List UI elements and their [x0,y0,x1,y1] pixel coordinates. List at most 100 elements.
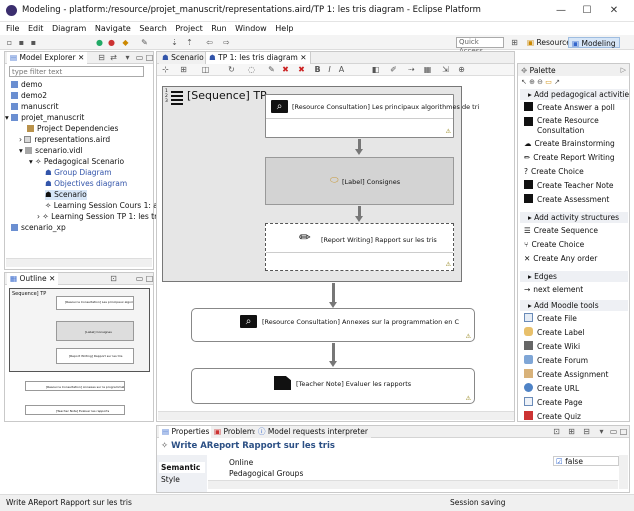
palette-item-any-order[interactable]: ✕Create Any order [524,254,598,263]
next-element-edge[interactable] [358,139,361,150]
select-tool-icon[interactable]: ↖ ⊕ ⊖ [521,78,546,86]
run-icon[interactable]: ● [96,38,103,47]
line-color-icon[interactable]: ✐ [390,65,397,74]
tree-item-demo[interactable]: demo [11,80,42,90]
font-color-icon[interactable]: A [338,65,345,74]
palette-item-label[interactable]: Create Label [524,327,585,339]
refresh-icon[interactable]: ↻ [228,65,235,74]
properties-horizontal-scrollbar[interactable] [208,480,618,489]
horizontal-scrollbar[interactable] [6,258,152,267]
grid-icon[interactable]: ▦ [423,65,432,74]
tree-item-group-diagram[interactable]: ☗ Group Diagram [45,168,112,177]
menu-search[interactable]: Search [139,24,167,33]
node-label-consignes[interactable]: ⬭ [Label] Consignes [265,157,454,205]
palette-item-wiki[interactable]: Create Wiki [524,341,580,353]
palette-item-teacher-note[interactable]: Create Teacher Note [524,180,614,192]
expand-icon[interactable]: ▾ [29,157,33,166]
link-editor-icon[interactable]: ⇄ [110,53,117,62]
italic-icon[interactable]: I [328,65,331,74]
tab-scenario[interactable]: ☗ Scenario [159,52,207,64]
tree-item-demo2[interactable]: demo2 [11,91,47,101]
palette-item-url[interactable]: Create URL [524,383,579,395]
next-element-edge[interactable] [358,206,361,217]
link-tool-icon[interactable]: ↗ [554,78,560,86]
collapse-all-icon[interactable]: ⊟ [98,53,105,62]
next-element-edge[interactable] [332,283,335,302]
palette-section-edges[interactable]: ▸ Edges [520,271,628,282]
pin-view-icon[interactable]: ⊡ [553,427,560,436]
perspective-modeling[interactable]: ▣ Modeling [568,37,620,48]
close-button[interactable]: ✕ [609,5,619,16]
tab-semantic[interactable]: Semantic [159,462,205,473]
menu-run[interactable]: Run [211,24,227,33]
palette-item-brainstorming[interactable]: ☁Create Brainstorming [524,139,615,148]
minimize-view-icon[interactable]: ▭ [135,53,144,62]
minimize-view-icon[interactable]: ▭ [609,427,618,436]
outline-viewport[interactable]: Sequence] TP [Resource Consultation] Les… [9,288,150,372]
close-icon[interactable]: ✕ [78,53,85,62]
editor-horizontal-scrollbar[interactable] [158,411,514,420]
close-icon[interactable]: ✕ [49,274,56,283]
view-menu-icon[interactable]: ▾ [125,53,130,62]
tab-problems[interactable]: ▣ Problems [211,426,262,438]
palette-section-pedagogical[interactable]: ▸ Add pedagogical activities [520,89,629,100]
maximize-view-icon[interactable]: □ [145,274,154,283]
tree-item-scenario-xp[interactable]: scenario_xp [11,223,66,233]
debug-icon[interactable]: ● [108,38,115,47]
delete-icon[interactable]: ✖ [282,65,289,74]
properties-vertical-scrollbar[interactable] [619,455,628,489]
menu-diagram[interactable]: Diagram [51,24,87,33]
tree-item-scenario[interactable]: ☗ Scenario [45,190,87,200]
export-icon[interactable]: ⇲ [442,65,449,74]
fill-color-icon[interactable]: ◧ [371,65,380,74]
next-element-edge[interactable] [332,343,335,362]
categories-icon[interactable]: ⊞ [568,427,575,436]
pin-icon[interactable]: ✎ [268,65,275,74]
palette-item-assessment[interactable]: Create Assessment [524,194,609,206]
tree-item-scenario-vidl[interactable]: ▾ scenario.vidl [19,146,83,155]
node-report-writing[interactable]: ✏ [Report Writing] Rapport sur les tris … [265,223,454,271]
palette-item-sequence[interactable]: ☰Create Sequence [524,226,599,235]
maximize-view-icon[interactable]: □ [619,427,628,436]
search-tool-icon[interactable]: ✎ [141,38,148,47]
tool-icon[interactable]: ◆ [122,38,129,47]
minimize-view-icon[interactable]: ▭ [135,274,144,283]
layer-icon[interactable]: ◫ [201,65,210,74]
expand-icon[interactable]: ▾ [5,113,9,122]
save-icon[interactable]: ▪ [18,38,25,47]
palette-item-next-element[interactable]: →next element [524,285,584,294]
menu-edit[interactable]: Edit [27,24,44,33]
menu-navigate[interactable]: Navigate [94,24,131,33]
next-annotation-icon[interactable]: ⇣ [171,38,178,47]
node-teacher-note[interactable]: [Teacher Note] Evaluer les rapports ⚠ [191,368,475,404]
node-resource-consultation-annexes[interactable]: ⌕ [Resource Consultation] Annexes sur la… [191,308,475,342]
expand-icon[interactable]: ▾ [19,146,23,155]
tree-item-learning-session-tp[interactable]: › ✧ Learning Session TP 1: les tris [37,212,164,221]
prev-annotation-icon[interactable]: ⇡ [186,38,193,47]
menu-help[interactable]: Help [275,24,294,33]
menu-project[interactable]: Project [175,24,203,33]
advanced-icon[interactable]: ⊟ [583,427,590,436]
minimize-button[interactable]: — [556,5,566,16]
menu-file[interactable]: File [6,24,20,33]
delete-model-icon[interactable]: ✖ [298,65,305,74]
zoom-icon[interactable]: ⊕ [458,65,465,74]
open-perspective-icon[interactable]: ⊞ [511,38,518,47]
quick-access-input[interactable]: Quick Access [456,37,504,55]
palette-item-file[interactable]: Create File [524,313,577,325]
collapse-palette-icon[interactable]: ▷ [620,66,626,74]
palette-item-answer-poll[interactable]: Create Answer a poll [524,102,615,114]
palette-item-choice-structure[interactable]: ⑂Create Choice [524,240,585,249]
expand-icon[interactable]: › [37,212,40,221]
tab-model-requests[interactable]: ⓘ Model requests interpreter [255,426,372,438]
model-explorer-tab[interactable]: ▤ Model Explorer ✕ [7,52,88,64]
hide-icon[interactable]: ◌ [248,65,255,74]
palette-item-report-writing[interactable]: ✏Create Report Writing [524,153,615,162]
note-tool-icon[interactable]: ▭ [545,78,555,86]
forward-icon[interactable]: ⇨ [223,38,230,47]
palette-item-choice[interactable]: ?Create Choice [524,167,584,176]
maximize-view-icon[interactable]: □ [145,53,154,62]
new-icon[interactable]: ▫ [6,38,13,47]
palette-item-resource-consultation[interactable]: Create Resource Consultation [524,116,614,138]
